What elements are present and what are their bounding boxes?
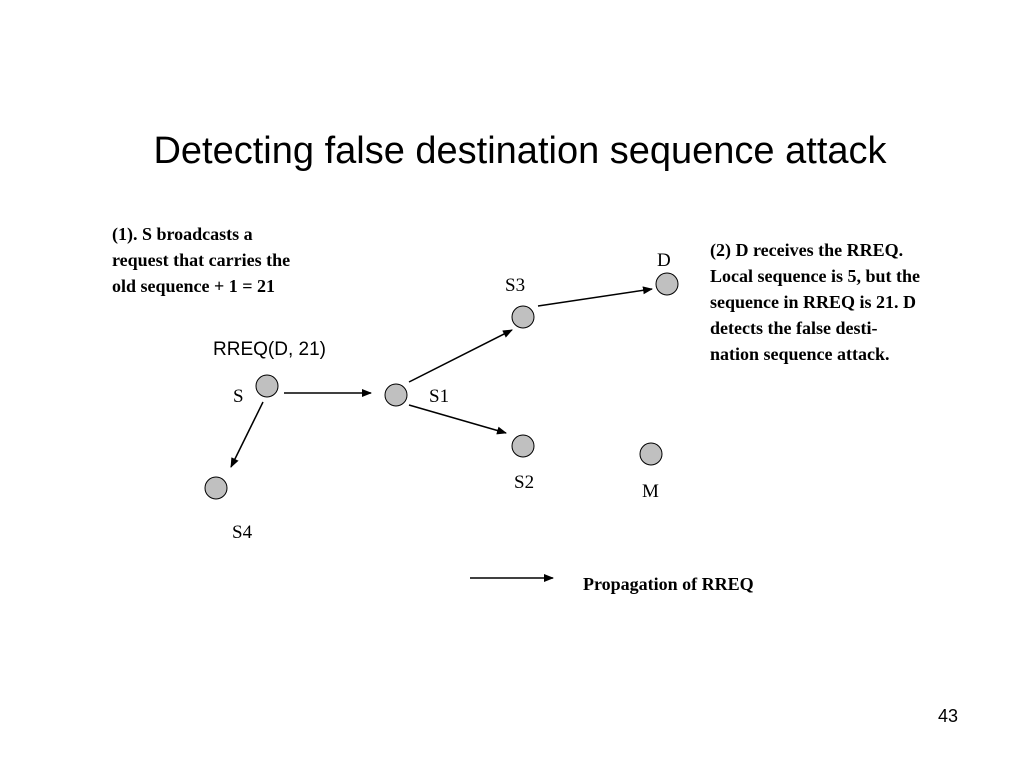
step1-line: (1). S broadcasts a — [112, 224, 253, 244]
node-label-s1: S1 — [429, 386, 449, 407]
step1-line: old sequence + 1 = 21 — [112, 276, 276, 296]
node-label-s4: S4 — [232, 522, 253, 543]
node-s2 — [511, 434, 535, 458]
step2-line: (2) D receives the RREQ. — [710, 240, 904, 260]
node-label-m: M — [642, 481, 659, 502]
edge-s3-to-d — [537, 286, 653, 307]
slide-number: 43 — [938, 706, 959, 726]
step2-line: sequence in RREQ is 21. D — [710, 292, 917, 312]
node-label-d: D — [657, 250, 671, 271]
node-s4 — [204, 476, 228, 500]
step2-line: detects the false desti- — [710, 318, 878, 338]
node-d — [655, 272, 679, 296]
edge-s1-to-s2 — [408, 404, 507, 435]
node-label-s: S — [233, 386, 244, 407]
slide-title: Detecting false destination sequence att… — [153, 130, 887, 172]
step2-note: (2) D receives the RREQ. Local sequence … — [710, 237, 1010, 367]
legend-label: Propagation of RREQ — [583, 574, 754, 594]
step1-line: request that carries the — [112, 250, 291, 270]
step1-note: (1). S broadcasts a request that carries… — [112, 221, 352, 299]
edge-s-to-s4 — [230, 401, 264, 468]
rreq-label: RREQ(D, 21) — [213, 339, 326, 360]
node-label-s3: S3 — [505, 275, 525, 296]
node-m — [639, 442, 663, 466]
node-s1 — [384, 383, 408, 407]
step2-line: nation sequence attack. — [710, 344, 890, 364]
node-s — [255, 374, 279, 398]
node-s3 — [511, 305, 535, 329]
node-label-s2: S2 — [514, 472, 534, 493]
step2-line: Local sequence is 5, but the — [710, 266, 921, 286]
edge-s1-to-s3 — [408, 329, 513, 383]
